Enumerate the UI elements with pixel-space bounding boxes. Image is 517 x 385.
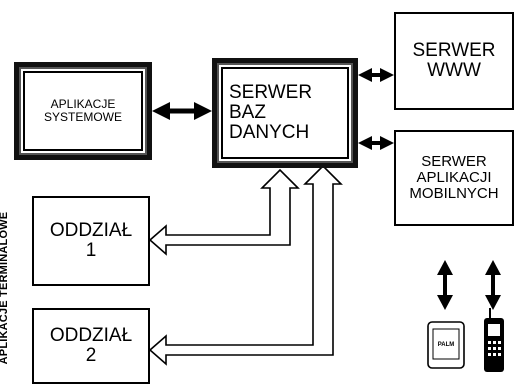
mobile-phone-icon: [484, 308, 504, 372]
arrow-mobile-palm: [437, 260, 453, 310]
branch-2-box: ODDZIAŁ 2: [32, 308, 150, 384]
database-server-box: SERWER BAZ DANYCH: [212, 58, 358, 168]
mobile-server-box: SERWER APLIKACJI MOBILNYCH: [394, 130, 514, 226]
hollow-arrow-branch2-db: [148, 164, 343, 366]
branch2-label-line2: 2: [85, 345, 97, 366]
arrow-mobile-phone: [485, 260, 501, 310]
branch2-label-line1: ODDZIAŁ: [49, 325, 133, 347]
branch1-label-line1: ODDZIAŁ: [49, 220, 133, 242]
apps-label-line1: APLIKACJE: [50, 97, 116, 112]
db-label-line1: SERWER: [229, 82, 313, 104]
www-label-line2: WWW: [427, 60, 481, 81]
mobile-label-line2: APLIKACJI: [416, 169, 492, 187]
apps-label-line2: SYSTEMOWE: [43, 110, 122, 124]
palm-label: PALM: [438, 342, 455, 348]
arrow-db-www: [358, 68, 394, 82]
terminal-applications-label: APLIKACJE TERMINALOWE: [0, 211, 10, 365]
www-label-line1: SERWER: [412, 40, 496, 62]
hollow-arrow-branch1-db: [148, 168, 300, 256]
mobile-label-line1: SERWER: [421, 153, 487, 171]
branch1-label-line2: 1: [85, 240, 97, 261]
mobile-label-line3: MOBILNYCH: [409, 184, 499, 202]
arrow-db-mobile: [358, 136, 394, 150]
system-applications-box: APLIKACJE SYSTEMOWE: [14, 62, 152, 160]
db-label-line2: BAZ: [229, 102, 266, 124]
palm-device-icon: PALM: [427, 321, 465, 369]
www-server-box: SERWER WWW: [394, 12, 514, 110]
branch-1-box: ODDZIAŁ 1: [32, 196, 150, 286]
arrow-apps-db: [152, 102, 212, 120]
db-label-line3: DANYCH: [229, 121, 310, 143]
